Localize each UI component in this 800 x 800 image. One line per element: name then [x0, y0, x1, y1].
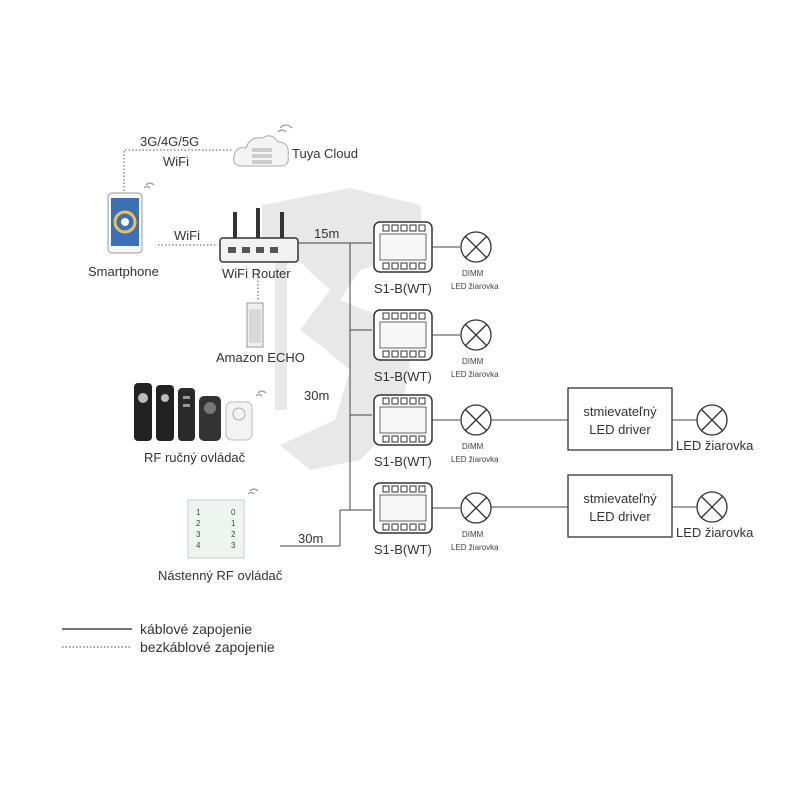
controller-s1-b-wt: S1-B(WT) [373, 482, 433, 557]
bulb-label: LED žiarovka [451, 370, 499, 379]
wall-remote-keys: 1 2 3 4 0 1 2 3 [196, 508, 236, 550]
driver-label-line2: LED driver [589, 509, 651, 524]
bulb-icon [460, 404, 492, 436]
wifi-mid-label: WiFi [174, 228, 200, 243]
controller-s1-b-wt: S1-B(WT) [373, 394, 433, 469]
bulb-label: LED žiarovka [451, 455, 499, 464]
distance-30m-label-1: 30m [304, 388, 329, 403]
driver-label-line1: stmievateľný [583, 491, 657, 506]
wall-remote-icon [187, 488, 259, 559]
dimm-label: DIMM [462, 530, 484, 539]
bulb-icon [696, 491, 728, 523]
wall-key-right: 1 [231, 519, 236, 528]
controller-s1-b-wt: S1-B(WT) [373, 221, 433, 296]
smartphone-label: Smartphone [88, 264, 159, 279]
wall-key-right: 2 [231, 530, 236, 539]
wall-key-right: 0 [231, 508, 236, 517]
cloud-label: Tuya Cloud [292, 146, 358, 161]
wifi-router-icon [219, 208, 299, 263]
distance-15m-label: 15m [314, 226, 339, 241]
rf-remote-icon [134, 383, 267, 441]
amazon-echo-icon [246, 302, 264, 348]
dimm-label: DIMM [462, 442, 484, 451]
distance-30m-label-2: 30m [298, 531, 323, 546]
controller-label: S1-B(WT) [374, 281, 432, 296]
wall-remote-label: Nástenný RF ovládač [158, 568, 283, 583]
bulb-label: LED žiarovka [451, 543, 499, 552]
wall-key-right: 3 [231, 541, 236, 550]
wifi-top-label: WiFi [163, 154, 189, 169]
controller-label: S1-B(WT) [374, 542, 432, 557]
controller-label: S1-B(WT) [374, 369, 432, 384]
wired-links [280, 242, 372, 547]
legend-wireless-label: bezkáblové zapojenie [140, 639, 275, 655]
network-label: 3G/4G/5G [140, 134, 199, 149]
rf-remote-label: RF ručný ovládač [144, 450, 246, 465]
bulb-icon [460, 492, 492, 524]
wall-key-left: 3 [196, 530, 201, 539]
driver-label-line2: LED driver [589, 422, 651, 437]
smartphone-icon [107, 182, 155, 254]
driver-bulb-label: LED žiarovka [676, 525, 754, 540]
controller-label: S1-B(WT) [374, 454, 432, 469]
bulb-label: LED žiarovka [451, 282, 499, 291]
wall-key-left: 4 [196, 541, 201, 550]
wall-key-left: 2 [196, 519, 201, 528]
bulb-icon [460, 231, 492, 263]
bulb-icon [696, 404, 728, 436]
bulb-icon [460, 319, 492, 351]
driver-bulb-label: LED žiarovka [676, 438, 754, 453]
legend: káblové zapojenie bezkáblové zapojenie [62, 621, 275, 655]
router-label: WiFi Router [222, 266, 291, 281]
wall-key-left: 1 [196, 508, 201, 517]
dimm-label: DIMM [462, 357, 484, 366]
tuya-cloud-icon [233, 124, 293, 167]
echo-label: Amazon ECHO [216, 350, 305, 365]
controller-s1-b-wt: S1-B(WT) [373, 309, 433, 384]
driver-label-line1: stmievateľný [583, 404, 657, 419]
legend-wired-label: káblové zapojenie [140, 621, 252, 637]
wireless-links [123, 149, 259, 300]
dimm-label: DIMM [462, 269, 484, 278]
